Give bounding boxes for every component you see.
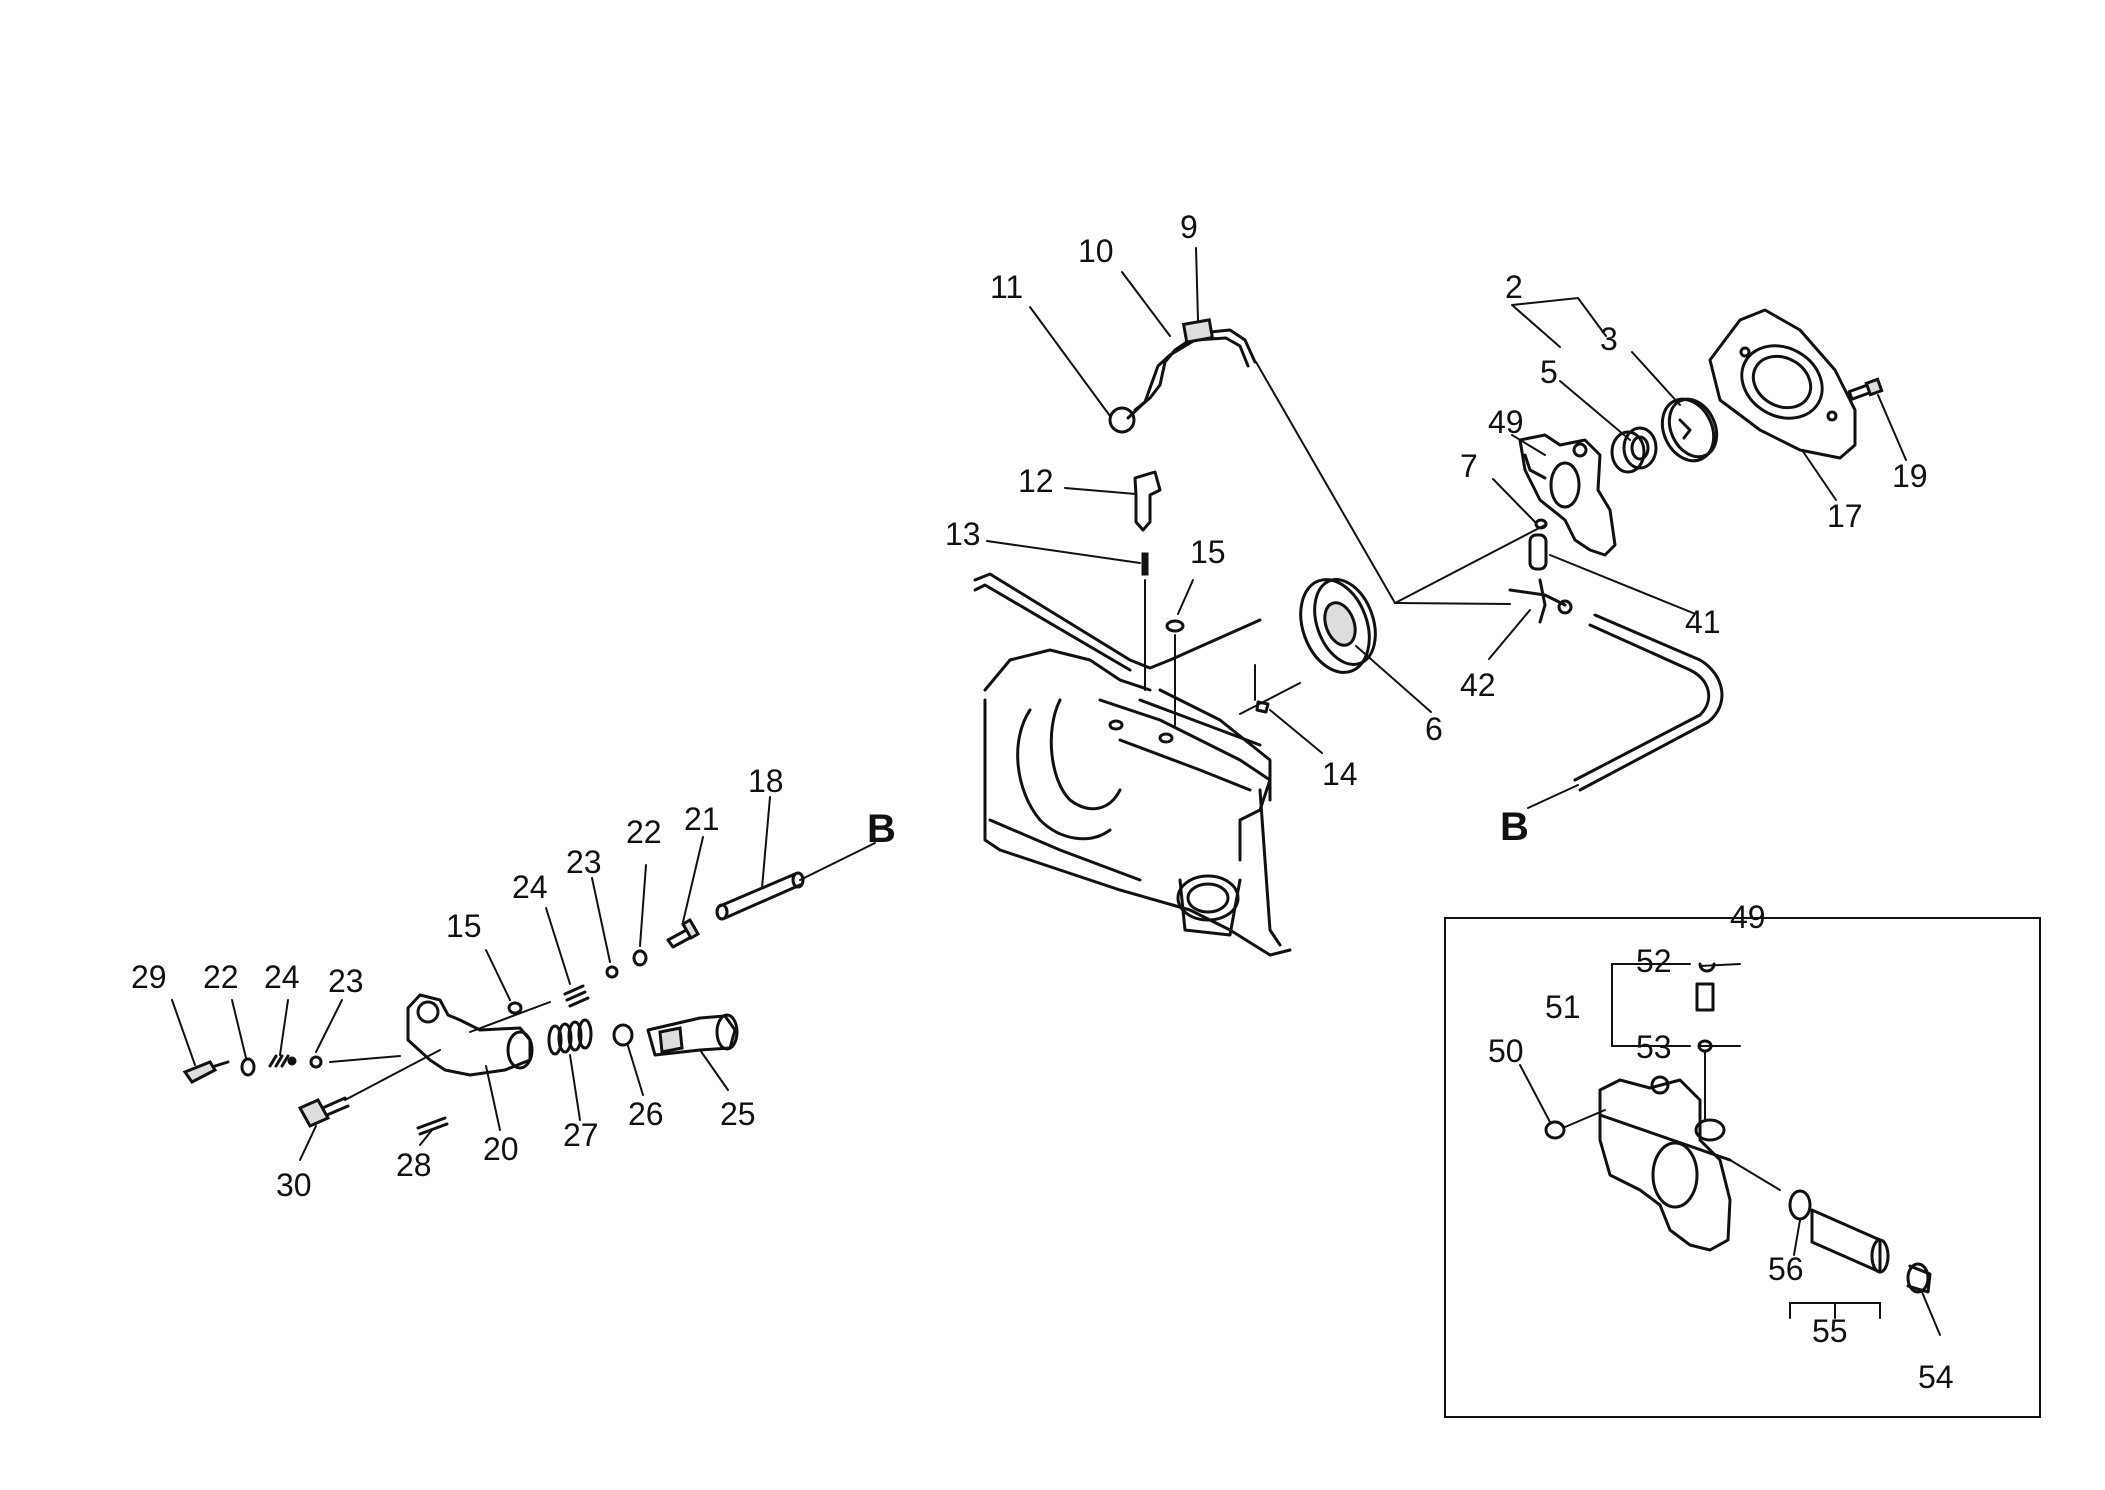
callout-7: 7: [1460, 448, 1478, 484]
o-ring-22-upper: [632, 949, 648, 967]
callout-24-lower: 24: [264, 959, 300, 995]
callout-27: 27: [563, 1117, 599, 1153]
callout-3: 3: [1600, 321, 1618, 357]
callout-12: 12: [1018, 463, 1054, 499]
callout-22-upper: 22: [626, 814, 662, 850]
callout-26: 26: [628, 1096, 664, 1132]
callout-20: 20: [483, 1131, 519, 1167]
callout-21: 21: [684, 801, 720, 837]
cover-17: [1708, 308, 1857, 460]
spring-27: [547, 1018, 593, 1056]
callout-15-lower: 15: [446, 908, 482, 944]
callout-15-top: 15: [1190, 534, 1226, 570]
callout-labels: 9 10 11 12 13 15 14 6 2 3 5 49 7 41 42 1…: [131, 209, 1954, 1395]
callout-29: 29: [131, 959, 167, 995]
callout-11: 11: [990, 269, 1023, 305]
o-ring-15-lower: [507, 1001, 523, 1015]
callout-17: 17: [1827, 498, 1863, 534]
o-ring-26: [612, 1023, 634, 1047]
callout-23-upper: 23: [566, 844, 602, 880]
o-ring-15: [1165, 619, 1185, 633]
oil-line-assembly: [1108, 318, 1396, 604]
callout-51: 51: [1545, 989, 1581, 1025]
callout-25: 25: [720, 1096, 756, 1132]
crankcase-housing: [973, 572, 1292, 957]
callout-23-lower: 23: [328, 963, 364, 999]
worm-gear-6: [1299, 578, 1377, 674]
callout-10: 10: [1078, 233, 1114, 269]
oil-valve-12: [1133, 470, 1162, 691]
leader-lines: [171, 247, 1941, 1336]
callout-50: 50: [1488, 1033, 1524, 1069]
callout-49-inset: 49: [1730, 899, 1766, 935]
callout-2: 2: [1505, 269, 1523, 305]
callout-24-upper: 24: [512, 869, 548, 905]
callout-b-right: B: [1500, 805, 1529, 849]
plate-3: [1660, 397, 1719, 463]
callout-49-top: 49: [1488, 404, 1524, 440]
callout-55: 55: [1812, 1313, 1848, 1349]
screw-30: [297, 1049, 441, 1128]
tube-18: [715, 842, 876, 921]
callout-42: 42: [1460, 667, 1496, 703]
bushing-5: [1610, 426, 1658, 474]
callout-41: 41: [1685, 604, 1721, 640]
ball-23-lower: [309, 1055, 323, 1069]
callout-9: 9: [1180, 209, 1198, 245]
pump-body-20: [406, 993, 534, 1077]
hose-b-right: [1527, 613, 1724, 809]
o-ring-22-lower: [240, 1057, 256, 1077]
callout-5: 5: [1540, 354, 1558, 390]
callout-14: 14: [1322, 756, 1358, 792]
callout-13: 13: [945, 516, 981, 552]
callout-22-lower: 22: [203, 959, 239, 995]
callout-28: 28: [396, 1147, 432, 1183]
callout-54: 54: [1918, 1359, 1954, 1395]
bolt-19: [1847, 377, 1884, 401]
oil-pump-49: [1518, 433, 1617, 557]
callout-30: 30: [276, 1167, 312, 1203]
callout-6: 6: [1425, 711, 1443, 747]
callout-52: 52: [1636, 943, 1672, 979]
callout-b-left: B: [867, 807, 896, 851]
inset-pump-detail: [1444, 917, 2041, 1418]
piston-25: [646, 1013, 739, 1057]
ball-23-upper: [605, 965, 619, 979]
spring-24-lower: [268, 1054, 290, 1068]
callout-19: 19: [1892, 458, 1928, 494]
pin-28: [416, 1116, 449, 1136]
screw-29: [182, 1060, 230, 1084]
spring-24-upper: [563, 984, 590, 1008]
callout-53: 53: [1636, 1029, 1672, 1065]
callout-56: 56: [1768, 1251, 1804, 1287]
t-fitting-42: [1508, 578, 1573, 624]
plug-14: [1255, 700, 1270, 714]
nipple-21: [666, 917, 701, 949]
callout-18: 18: [748, 763, 784, 799]
hose-41: [1528, 533, 1548, 571]
